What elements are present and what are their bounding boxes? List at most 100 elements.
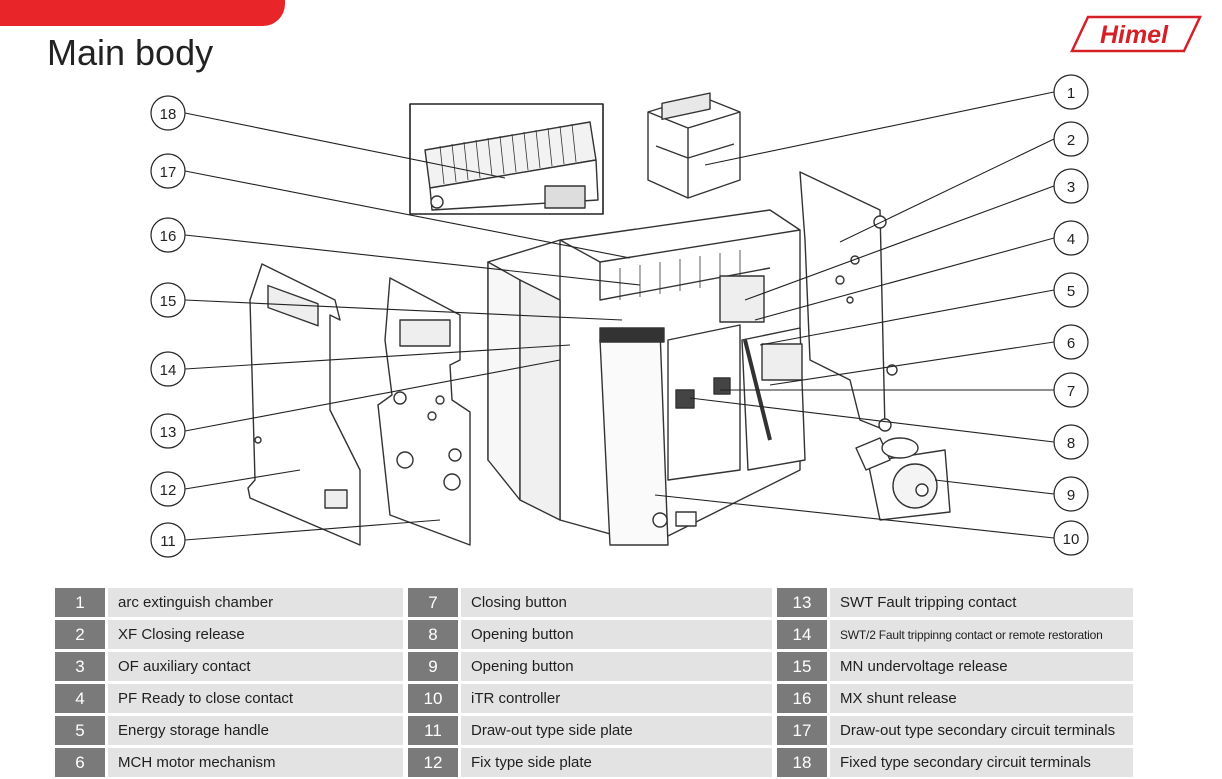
legend-label: Draw-out type side plate: [461, 716, 772, 745]
legend-label: SWT/2 Fault trippinng contact or remote …: [830, 620, 1133, 649]
legend-number: 4: [55, 684, 105, 713]
callout-12: 12: [150, 471, 186, 507]
legend-label: Fixed type secondary circuit terminals: [830, 748, 1133, 777]
callout-2: 2: [1053, 121, 1089, 157]
callout-10: 10: [1053, 520, 1089, 556]
legend-number: 3: [55, 652, 105, 681]
fixed-side-plate: [247, 263, 361, 546]
svg-text:12: 12: [160, 482, 177, 499]
legend-number: 6: [55, 748, 105, 777]
legend-number: 15: [777, 652, 827, 681]
header-accent-bar: [0, 0, 285, 26]
logo-wordmark: Himel: [1100, 21, 1169, 49]
svg-text:17: 17: [160, 164, 177, 181]
drawout-side-plate: [377, 277, 471, 546]
legend-number: 16: [777, 684, 827, 713]
legend-number: 14: [777, 620, 827, 649]
callout-6: 6: [1053, 324, 1089, 360]
legend-label: arc extinguish chamber: [108, 588, 403, 617]
legend-label: Opening button: [461, 652, 772, 681]
svg-text:14: 14: [160, 362, 177, 379]
key-lock: [855, 437, 951, 521]
breaker-main-body: [487, 209, 806, 546]
svg-text:11: 11: [160, 533, 176, 550]
legend-label: MN undervoltage release: [830, 652, 1133, 681]
legend-number: 17: [777, 716, 827, 745]
callout-4: 4: [1053, 220, 1089, 256]
legend-number: 11: [408, 716, 458, 745]
svg-text:10: 10: [1063, 531, 1080, 548]
legend-label: iTR controller: [461, 684, 772, 713]
callout-1: 1: [1053, 74, 1089, 110]
callout-5: 5: [1053, 272, 1089, 308]
legend-label: Closing button: [461, 588, 772, 617]
himel-logo: Himel: [1070, 15, 1202, 53]
right-side-plate: [799, 171, 898, 432]
legend-label: PF Ready to close contact: [108, 684, 403, 713]
callout-3: 3: [1053, 168, 1089, 204]
callout-14: 14: [150, 351, 186, 387]
callout-13: 13: [150, 413, 186, 449]
legend-label: Energy storage handle: [108, 716, 403, 745]
svg-text:13: 13: [160, 424, 177, 441]
svg-text:5: 5: [1067, 283, 1075, 300]
legend-label: Draw-out type secondary circuit terminal…: [830, 716, 1133, 745]
legend-number: 1: [55, 588, 105, 617]
callout-8: 8: [1053, 424, 1089, 460]
legend-number: 18: [777, 748, 827, 777]
svg-text:16: 16: [160, 228, 177, 245]
terminal-block-inset: [409, 103, 604, 215]
legend-label: MCH motor mechanism: [108, 748, 403, 777]
callout-17: 17: [150, 153, 186, 189]
svg-text:15: 15: [160, 293, 177, 310]
callout-7: 7: [1053, 372, 1089, 408]
svg-text:2: 2: [1067, 132, 1075, 149]
legend-number: 10: [408, 684, 458, 713]
legend-number: 2: [55, 620, 105, 649]
breaker-exploded-diagram: 1 2 3 4 5 6 7 8 9 10 11 12 13 14 15 16 1…: [150, 74, 1089, 558]
svg-text:8: 8: [1067, 435, 1075, 452]
legend-number: 8: [408, 620, 458, 649]
callout-15: 15: [150, 282, 186, 318]
legend-label: XF Closing release: [108, 620, 403, 649]
svg-text:18: 18: [160, 106, 177, 123]
callout-11: 11: [150, 522, 186, 558]
svg-text:4: 4: [1067, 231, 1075, 248]
callout-group: 1 2 3 4 5 6 7 8 9 10 11 12 13 14 15 16 1…: [150, 74, 1089, 558]
callout-18: 18: [150, 95, 186, 131]
svg-text:7: 7: [1067, 383, 1075, 400]
legend-label: Fix type side plate: [461, 748, 772, 777]
legend-number: 9: [408, 652, 458, 681]
legend-number: 13: [777, 588, 827, 617]
legend-label: OF auxiliary contact: [108, 652, 403, 681]
callout-16: 16: [150, 217, 186, 253]
legend-number: 5: [55, 716, 105, 745]
legend-label: Opening button: [461, 620, 772, 649]
svg-text:1: 1: [1067, 85, 1075, 102]
legend-label: SWT Fault tripping contact: [830, 588, 1133, 617]
legend-label: MX shunt release: [830, 684, 1133, 713]
